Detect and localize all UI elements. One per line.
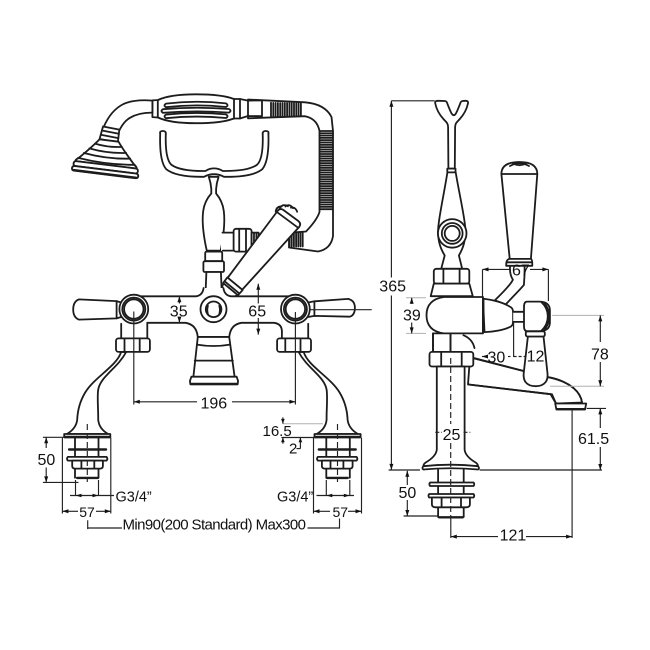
svg-text:2: 2 — [289, 440, 297, 457]
svg-text:G3/4”: G3/4” — [277, 490, 313, 506]
svg-text:78: 78 — [591, 346, 609, 363]
svg-text:57: 57 — [79, 504, 95, 520]
svg-text:365: 365 — [379, 279, 406, 296]
svg-text:196: 196 — [201, 395, 228, 412]
svg-text:50: 50 — [399, 485, 417, 502]
svg-text:61.5: 61.5 — [578, 431, 609, 448]
svg-text:16.5: 16.5 — [263, 423, 292, 440]
svg-text:39: 39 — [403, 308, 421, 325]
svg-text:G3/4”: G3/4” — [116, 490, 152, 506]
svg-text:35: 35 — [170, 304, 188, 321]
svg-text:12: 12 — [527, 349, 545, 366]
svg-text:25: 25 — [443, 427, 461, 444]
svg-text:30: 30 — [488, 349, 506, 366]
svg-text:Min90(200 Standard) Max300: Min90(200 Standard) Max300 — [123, 517, 306, 534]
svg-text:121: 121 — [500, 528, 527, 545]
svg-text:57: 57 — [333, 504, 349, 520]
svg-text:67: 67 — [512, 262, 530, 279]
svg-text:65: 65 — [248, 303, 266, 320]
svg-text:50: 50 — [38, 452, 56, 469]
